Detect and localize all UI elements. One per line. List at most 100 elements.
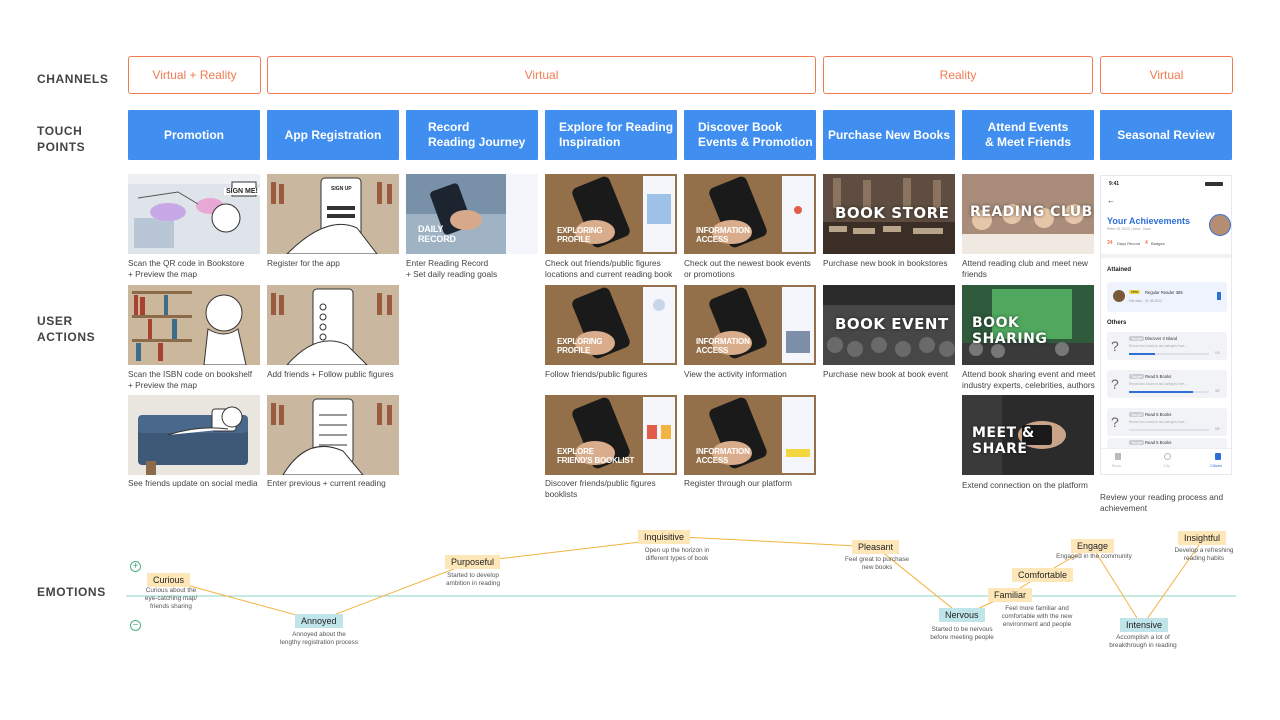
caption-purchase-2: Purchase new book at book event bbox=[823, 369, 948, 379]
emotion-insightful-desc: Develop a refreshing reading habits bbox=[1174, 547, 1234, 562]
information-access-photo-2 bbox=[684, 285, 816, 365]
book-nav-label[interactable]: Book bbox=[1112, 463, 1122, 468]
bottom-nav: Book City Citizen bbox=[1101, 448, 1231, 474]
emotion-annoyed: Annoyed bbox=[295, 614, 343, 628]
badges-label: Badges bbox=[1151, 241, 1165, 246]
information-access-photo-3 bbox=[684, 395, 816, 475]
emotion-purposeful: Purposeful bbox=[445, 555, 501, 569]
touch-point-seasonal-review: Seasonal Review bbox=[1100, 110, 1232, 160]
channel-virtual-reality: Virtual + Reality bbox=[128, 56, 261, 94]
discover-image-info-3: INFORMATION ACCESS bbox=[684, 395, 816, 475]
sign-me-label: SIGN ME! bbox=[224, 188, 260, 195]
register-phone-sketch bbox=[267, 174, 399, 254]
attained-pill: New bbox=[1129, 290, 1141, 294]
caption-promo-3: See friends update on social media bbox=[128, 478, 258, 488]
caption-promo-2: Scan the ISBN code on bookshelf + Previe… bbox=[128, 369, 253, 390]
question-mark-icon: ? bbox=[1111, 376, 1119, 392]
attained-heading: Attained bbox=[1107, 267, 1131, 273]
back-arrow-icon[interactable]: ← bbox=[1107, 196, 1115, 205]
caption-discover-2: View the activity information bbox=[684, 369, 787, 379]
others-item-desc: Record two books in any category from... bbox=[1129, 382, 1187, 386]
city-nav-icon[interactable] bbox=[1164, 453, 1171, 460]
caption-promo-1: Scan the QR code in Bookstore + Preview … bbox=[128, 258, 245, 279]
row-label-touch-points: TOUCH POINTS bbox=[37, 123, 85, 155]
badges-count: 4 bbox=[1145, 240, 1148, 246]
citizen-nav-icon[interactable] bbox=[1215, 453, 1221, 460]
mobile-achievements-screen: 9:41 ← Your Achievements Peter 01 2022 |… bbox=[1100, 175, 1232, 475]
divider bbox=[1101, 254, 1231, 258]
others-card-4[interactable]: Target Read 5 Books bbox=[1107, 438, 1227, 448]
emotion-annoyed-desc: Annoyed about the lengthy registration p… bbox=[279, 631, 359, 646]
others-card-3[interactable]: ? Target Read 5 Books Record two books i… bbox=[1107, 408, 1227, 436]
channel-reality: Reality bbox=[823, 56, 1093, 94]
progress-bar bbox=[1129, 391, 1209, 393]
caption-attend-2: Attend book sharing event and meet indus… bbox=[962, 369, 1096, 390]
emotion-inquisitive-desc: Open up the horizon in different types o… bbox=[644, 547, 710, 562]
row-label-user-actions-line2: ACTIONS bbox=[37, 330, 96, 344]
others-item-title: Read 5 Books bbox=[1145, 374, 1172, 379]
explore-image-booklist: EXPLORE FRIEND'S BOOKLIST bbox=[545, 395, 677, 475]
reading-club-overlay: READING CLUB bbox=[970, 204, 1093, 220]
others-heading: Others bbox=[1107, 320, 1127, 326]
information-access-overlay-1: INFORMATION ACCESS bbox=[696, 226, 750, 244]
exploring-profile-overlay-2: EXPLORING PROFILE bbox=[557, 337, 603, 355]
others-card-1[interactable]: ? Target Discover 3 Island Record two bo… bbox=[1107, 332, 1227, 360]
emotion-comfortable: Comfortable bbox=[1012, 568, 1074, 582]
attained-item-title: Regular Reader 365 bbox=[1145, 290, 1183, 295]
explore-image-profile-1: EXPLORING PROFILE bbox=[545, 174, 677, 254]
days-record-label: Days Record bbox=[1117, 241, 1141, 246]
promo-sketch bbox=[128, 181, 260, 254]
emotion-pleasant: Pleasant bbox=[852, 540, 900, 554]
touch-point-app-registration: App Registration bbox=[267, 110, 399, 160]
reg-image-enter-reading bbox=[267, 395, 399, 475]
caption-review-1: Review your reading process and achievem… bbox=[1100, 492, 1224, 513]
emotion-engage-desc: Engaged in the community bbox=[1056, 553, 1132, 560]
enter-reading-phone-sketch bbox=[267, 395, 399, 475]
attend-image-book-sharing: BOOK SHARING bbox=[962, 285, 1094, 365]
bookshelf-sketch bbox=[128, 285, 260, 365]
emotion-familiar: Familiar bbox=[988, 588, 1033, 602]
citizen-nav-label[interactable]: Citizen bbox=[1210, 463, 1223, 468]
booklist-overlay: EXPLORE FRIEND'S BOOKLIST bbox=[557, 447, 635, 465]
daily-record-photo bbox=[406, 174, 538, 254]
emotion-insightful: Insightful bbox=[1178, 531, 1227, 545]
touch-point-discover: Discover Book Events & Promotion bbox=[684, 110, 816, 160]
others-item-title: Read 5 Books bbox=[1145, 440, 1172, 445]
book-event-photo bbox=[823, 285, 955, 365]
target-pill: Target bbox=[1129, 374, 1145, 379]
badge-medal-icon bbox=[1113, 290, 1125, 302]
target-pill: Target bbox=[1129, 440, 1145, 445]
sofa-sketch bbox=[128, 395, 260, 475]
booklist-photo bbox=[545, 395, 677, 475]
emotion-intensive-desc: Accomplish a lot of breakthrough in read… bbox=[1109, 634, 1177, 649]
target-pill: Target bbox=[1129, 336, 1145, 341]
row-label-touch-points-line1: TOUCH bbox=[37, 124, 83, 138]
emotion-curious-desc: Curious about the eye-catching map/ frie… bbox=[144, 587, 198, 610]
attained-card[interactable]: New Regular Reader 365 Get date - 01.06.… bbox=[1107, 282, 1227, 312]
caption-attend-1: Attend reading club and meet new friends bbox=[962, 258, 1088, 279]
touch-point-promotion: Promotion bbox=[128, 110, 260, 160]
reg-image-add-friends bbox=[267, 285, 399, 365]
city-nav-label[interactable]: City bbox=[1163, 463, 1170, 468]
caption-explore-3: Discover friends/public figures booklist… bbox=[545, 478, 656, 499]
purchase-image-book-event: BOOK EVENT bbox=[823, 285, 955, 365]
book-sharing-photo bbox=[962, 285, 1094, 365]
attend-image-reading-club: READING CLUB bbox=[962, 174, 1094, 254]
book-nav-icon[interactable] bbox=[1115, 453, 1121, 460]
information-access-overlay-2: INFORMATION ACCESS bbox=[696, 337, 750, 355]
caption-explore-1: Check out friends/public figures locatio… bbox=[545, 258, 673, 279]
meet-share-photo bbox=[962, 395, 1094, 475]
bookstore-photo bbox=[823, 174, 955, 254]
others-card-2[interactable]: ? Target Read 5 Books Record two books i… bbox=[1107, 370, 1227, 398]
status-icons bbox=[1205, 182, 1223, 186]
sign-up-label: SIGN UP bbox=[331, 186, 352, 192]
attend-image-meet-share: MEET & SHARE bbox=[962, 395, 1094, 475]
pin-icon[interactable] bbox=[1217, 292, 1221, 300]
reg-image-register: SIGN UP bbox=[267, 174, 399, 254]
attained-item-sub: Get date - 01.06.2022 bbox=[1129, 299, 1162, 303]
emotion-curious: Curious bbox=[147, 573, 191, 587]
book-store-overlay: BOOK STORE bbox=[835, 204, 950, 222]
record-image-daily: DAILY RECORD bbox=[406, 174, 538, 254]
caption-record-1: Enter Reading Record + Set daily reading… bbox=[406, 258, 498, 279]
